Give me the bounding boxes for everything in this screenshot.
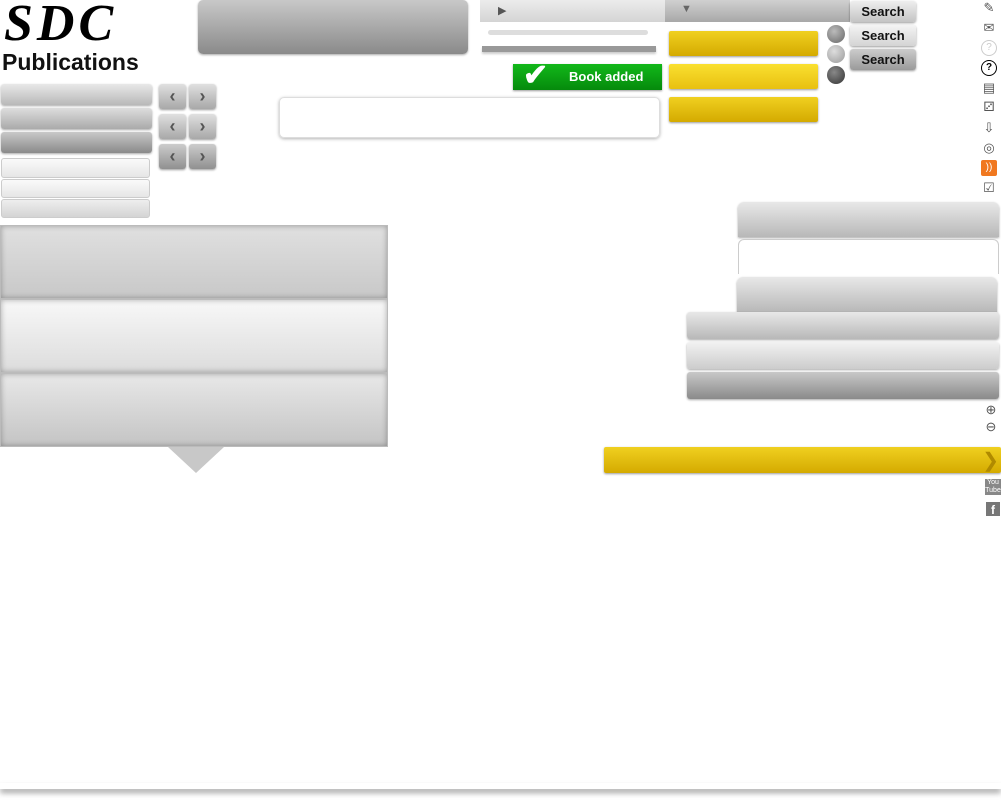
collapsed-tab[interactable]: ▶ [480, 0, 665, 22]
prev-arrow-3[interactable]: ‹ [159, 144, 186, 169]
youtube-icon[interactable]: You Tube [985, 479, 1001, 495]
zoom-out-icon[interactable]: ⊖ [985, 419, 997, 434]
book-added-notification: ✔ Book added [513, 59, 662, 92]
wide-bar-2[interactable] [687, 342, 999, 369]
checkmark-icon: ✔ [523, 59, 549, 92]
panel-3 [0, 373, 388, 447]
prev-arrow-1[interactable]: ‹ [159, 84, 186, 109]
search-button-1[interactable]: Search [850, 1, 916, 22]
next-arrow-2[interactable]: › [189, 114, 216, 139]
facebook-icon[interactable]: f [986, 502, 1000, 517]
menu-light-3[interactable] [1, 199, 150, 218]
next-arrow-1[interactable]: › [189, 84, 216, 109]
radio-ball-1[interactable] [827, 25, 845, 43]
menu-light-2[interactable] [1, 179, 150, 198]
logo-mark: SDC [4, 0, 118, 52]
rss-icon[interactable]: )) [981, 160, 997, 176]
radio-ball-3[interactable] [827, 66, 845, 84]
next-arrow-3[interactable]: › [189, 144, 216, 169]
caret-down-icon: ▼ [681, 3, 692, 15]
dice-icon[interactable]: ⚂ [983, 99, 995, 114]
tab-right-2[interactable] [738, 239, 999, 274]
yellow-arrow-bar[interactable]: ❯ [604, 447, 1001, 473]
header-bar [198, 0, 468, 54]
zoom-in-icon[interactable]: ⊕ [985, 402, 997, 417]
page-shadow [0, 783, 1001, 789]
prev-arrow-2[interactable]: ‹ [159, 114, 186, 139]
expanded-tab[interactable]: ▼ [665, 0, 850, 22]
panel-pointer [168, 447, 224, 473]
menu-light-1[interactable] [1, 158, 150, 178]
sdc-logo[interactable]: SDC Publications [2, 0, 192, 74]
cd-icon[interactable]: ◎ [983, 140, 995, 155]
logo-text: Publications [2, 49, 139, 75]
menu-bar-2[interactable] [1, 108, 152, 129]
mail-icon[interactable]: ✉ [983, 20, 995, 35]
tab-right-1[interactable] [738, 202, 999, 237]
yellow-button-2[interactable] [669, 64, 818, 89]
edit-icon[interactable]: ✎ [983, 0, 995, 15]
help-disabled-icon[interactable]: ? [981, 40, 997, 56]
search-button-2[interactable]: Search [850, 25, 916, 46]
wide-bar-3[interactable] [687, 372, 999, 399]
panel-2 [0, 299, 388, 373]
yellow-button-1[interactable] [669, 31, 818, 56]
tab-right-3[interactable] [737, 277, 997, 312]
caret-right-icon: ▶ [498, 5, 507, 17]
download-icon[interactable]: ⇩ [983, 120, 995, 135]
wide-bar-1[interactable] [687, 312, 999, 339]
yellow-button-3[interactable] [669, 97, 818, 122]
radio-ball-2[interactable] [827, 45, 845, 63]
chevron-right-icon: ❯ [982, 450, 999, 472]
menu-bar-3[interactable] [1, 132, 152, 153]
divider-light [488, 30, 648, 35]
search-button-3[interactable]: Search [850, 49, 916, 70]
checklist-icon[interactable]: ☑ [983, 180, 995, 195]
pdf-icon[interactable]: ▤ [982, 80, 996, 95]
popup-box [279, 97, 660, 138]
menu-bar-1[interactable] [1, 84, 152, 105]
notification-label: Book added [569, 69, 644, 84]
divider-dark [482, 46, 656, 52]
help-icon[interactable]: ? [981, 60, 997, 76]
panel-1 [0, 225, 388, 299]
